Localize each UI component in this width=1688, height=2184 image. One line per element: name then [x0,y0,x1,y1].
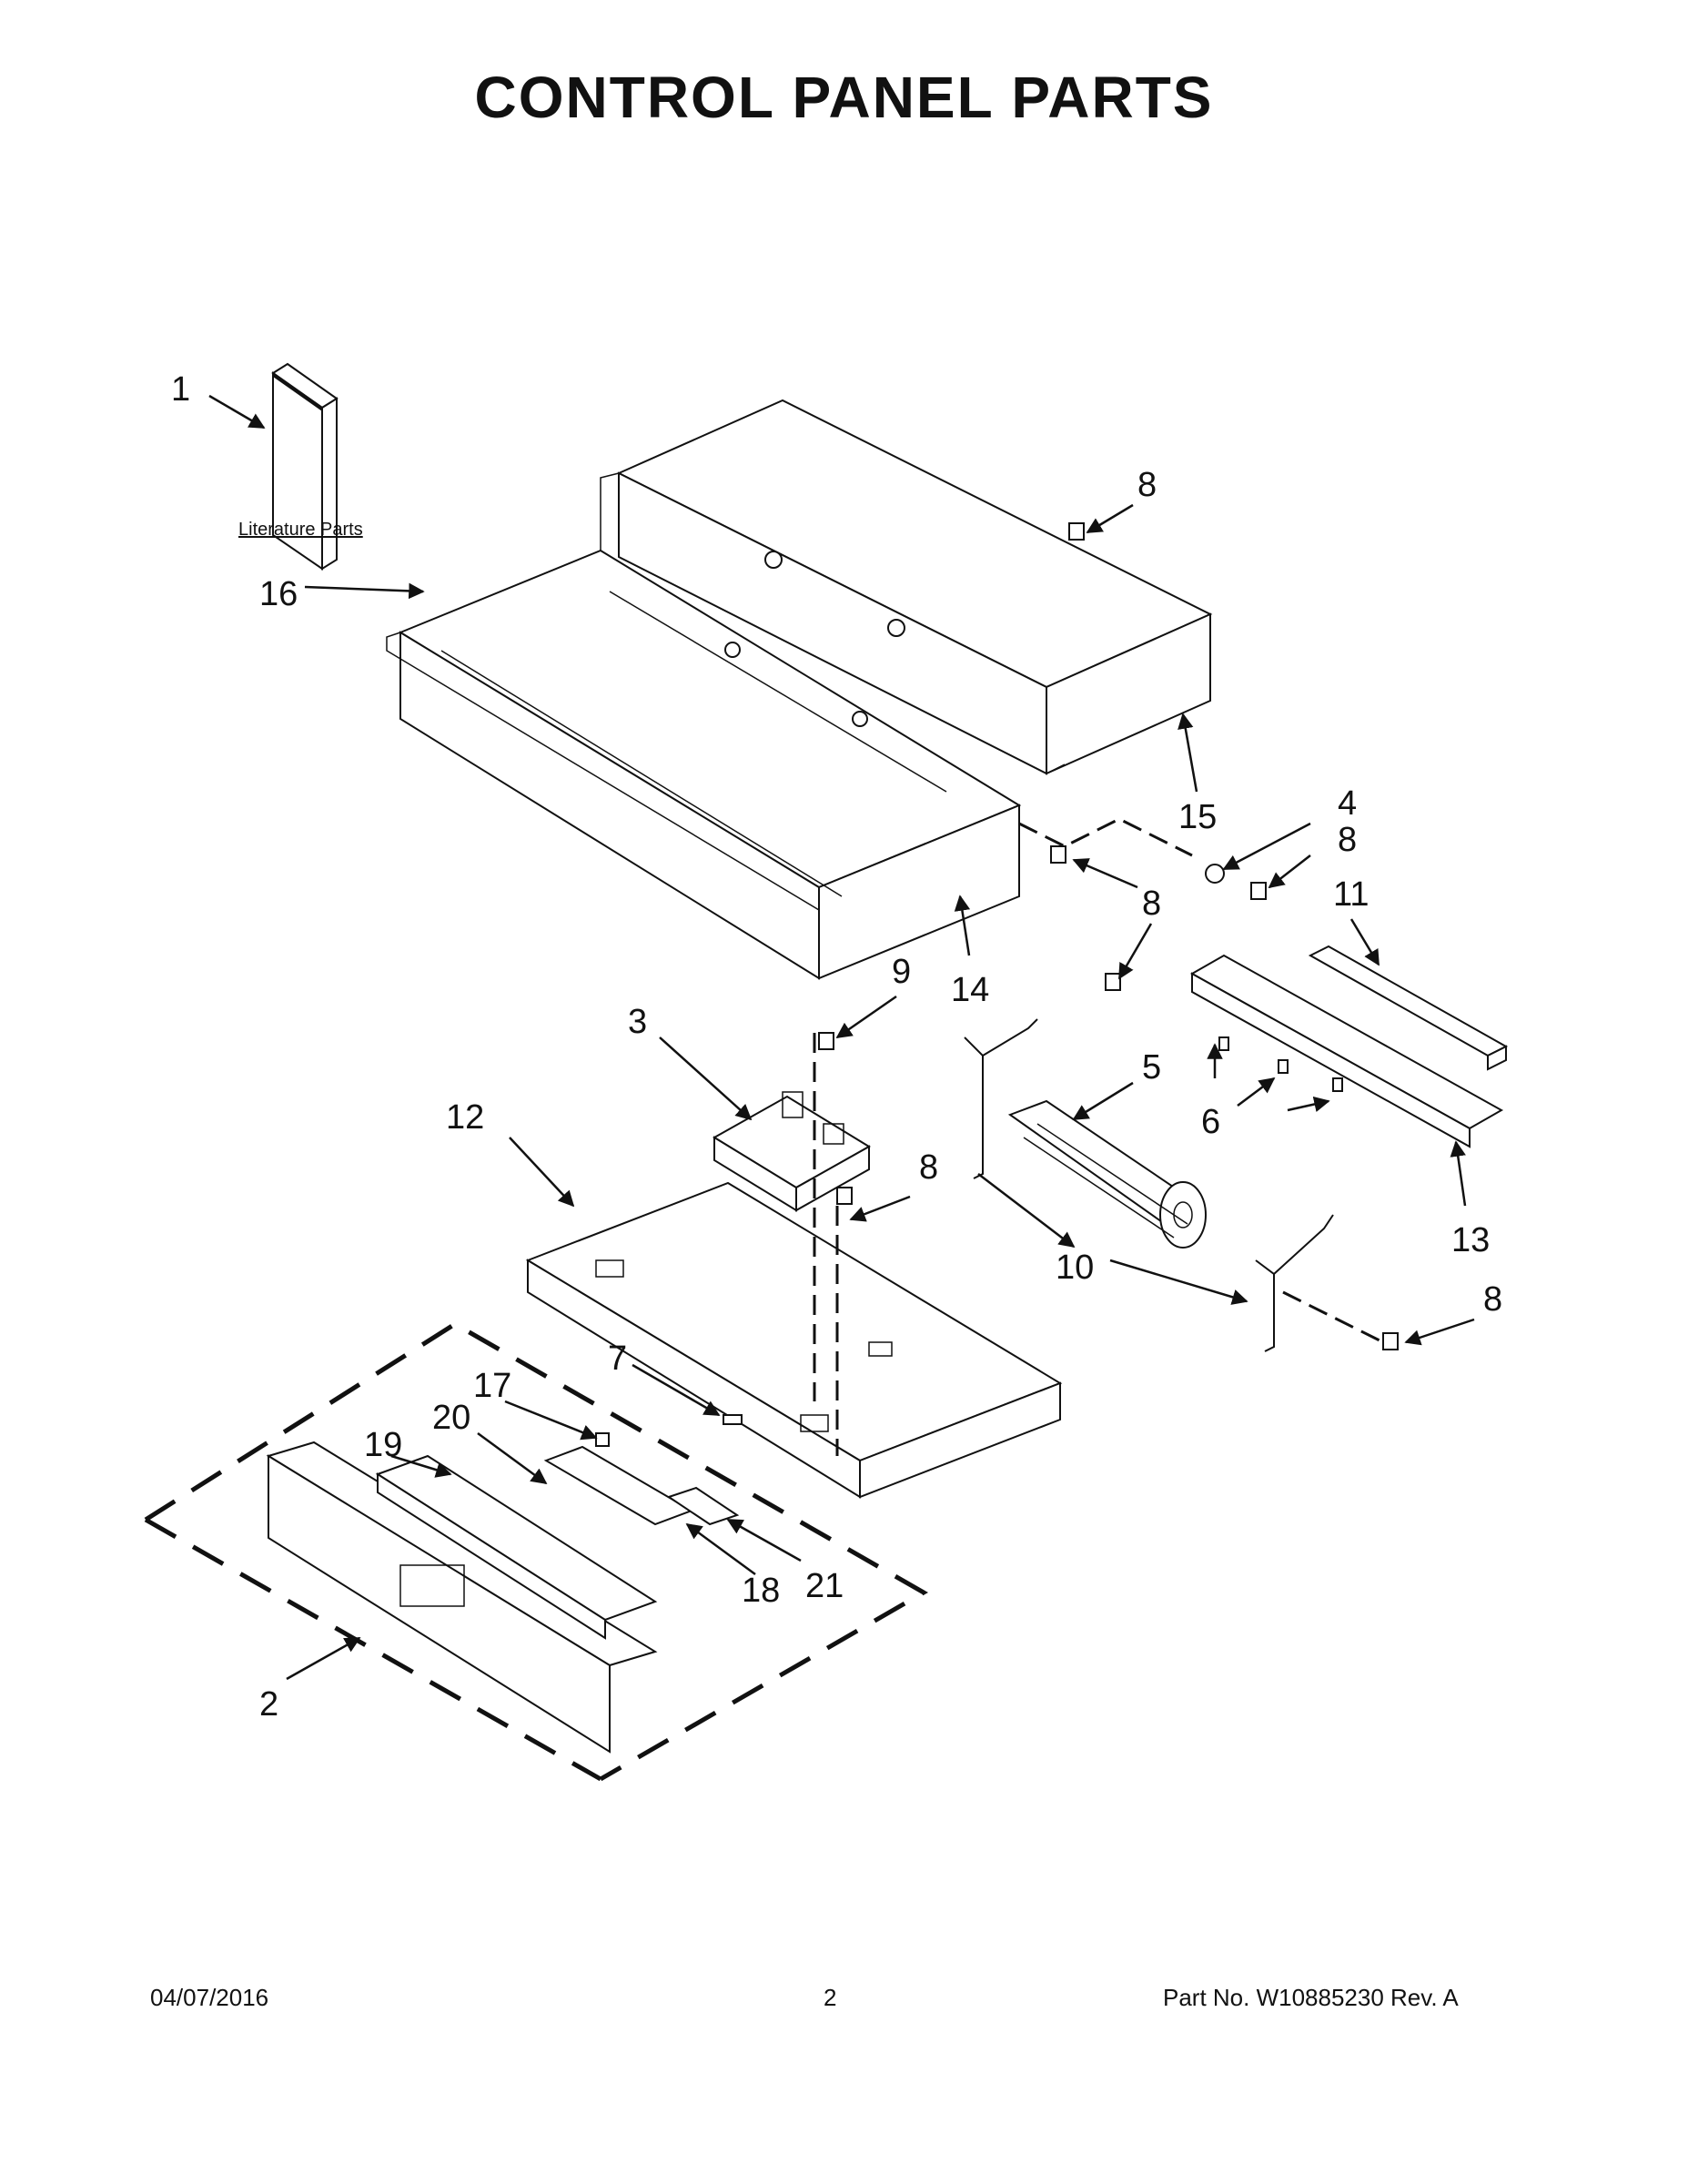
footer-page-number: 2 [824,1984,837,2011]
screws [818,522,1399,1350]
callout-3: 3 [628,1003,647,1041]
callout-8-top: 8 [1137,466,1157,504]
callout-15: 15 [1178,798,1217,836]
callout-2: 2 [259,1685,278,1724]
callout-10: 10 [1056,1249,1094,1287]
callout-7: 7 [608,1340,627,1378]
callout-9: 9 [892,953,911,991]
page-title: CONTROL PANEL PARTS [474,65,1214,130]
bottom-panel [525,1181,1063,1499]
control-board [713,1091,871,1212]
callout-8-lower: 8 [1483,1280,1502,1319]
callout-labels: 1 2 3 4 5 6 7 8 8 8 8 8 9 10 11 12 13 14… [171,370,1502,1724]
middle-panel [386,549,1022,980]
connector-7 [723,1414,743,1425]
callout-11: 11 [1333,875,1369,914]
callout-20: 20 [432,1399,470,1437]
fan-bracket-left [964,1018,1038,1179]
upper-panel [600,399,1213,775]
callout-12: 12 [446,1098,484,1137]
callout-14: 14 [951,971,989,1009]
support-bracket [1189,954,1504,1148]
assembly-dash-lines [144,817,1384,1782]
literature-parts-booklet [271,362,339,571]
callout-17: 17 [473,1367,511,1405]
callout-16: 16 [259,575,298,613]
fan-bracket-right [1255,1214,1334,1352]
callout-21: 21 [805,1567,844,1605]
insulation-strip [1308,945,1509,1071]
callout-13: 13 [1451,1221,1490,1259]
callout-1: 1 [171,370,190,409]
callout-18: 18 [742,1572,780,1610]
control-glass-panel [266,1441,658,1754]
callout-8-center: 8 [919,1148,938,1187]
callout-19: 19 [364,1426,402,1464]
callout-6: 6 [1201,1103,1220,1141]
callout-arrows [208,394,1475,1681]
callout-8-right: 8 [1338,821,1357,859]
footer-part-number: Part No. W10885230 Rev. A [1163,1984,1459,2011]
callout-5: 5 [1142,1048,1161,1087]
callout-4: 4 [1338,784,1357,823]
connector-17 [595,1432,610,1447]
callout-8-middle: 8 [1142,885,1161,923]
cooling-fan [1007,1099,1207,1249]
small-board [666,1486,740,1526]
display-board [543,1445,694,1526]
literature-parts-label: Literature Parts [238,520,363,540]
footer-date: 04/07/2016 [150,1984,269,2011]
